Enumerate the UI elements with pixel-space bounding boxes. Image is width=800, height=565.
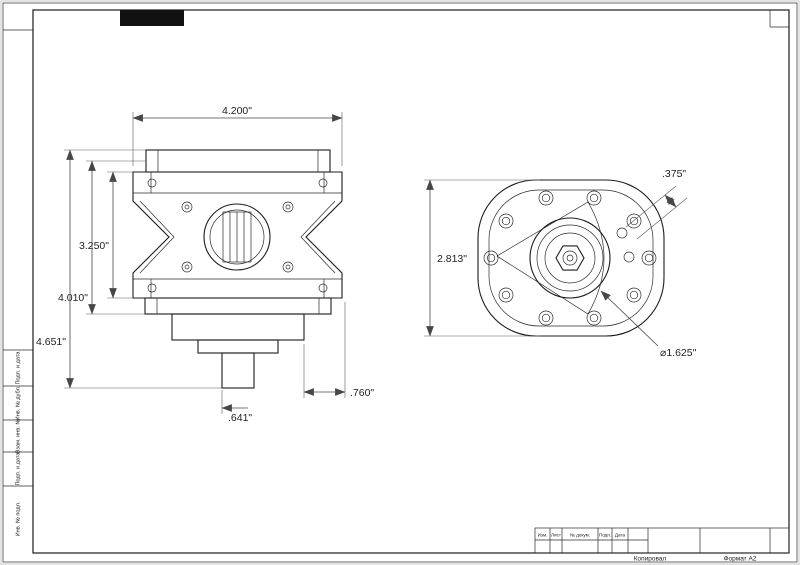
dim-height: 2.813" bbox=[437, 253, 467, 265]
title-block: Изм. Лист № докум. Подп. Дата Копировал … bbox=[534, 527, 790, 563]
bottom-plate bbox=[144, 297, 332, 315]
side-view-dimensions: 4.200" 3.250" 4.010" 4.651" .760" .641" bbox=[34, 103, 376, 426]
hub-step bbox=[197, 339, 279, 354]
stamp-cell-date: Дата bbox=[615, 533, 626, 538]
shaft bbox=[221, 352, 255, 389]
top-plate bbox=[145, 149, 331, 173]
dim-hub: .760" bbox=[350, 387, 374, 399]
side-view bbox=[132, 149, 343, 389]
margin-label-4: Инв. № подл. bbox=[16, 501, 22, 536]
hub-block bbox=[171, 313, 305, 341]
hex-nut bbox=[555, 245, 585, 271]
port-hole-b bbox=[623, 251, 635, 263]
margin-label-0: Подп. и дата bbox=[16, 351, 22, 385]
format-label: Формат А2 bbox=[724, 556, 757, 563]
pump-body bbox=[132, 171, 343, 299]
housing-bolts bbox=[483, 190, 657, 326]
margin-label-2: Взам. инв. № bbox=[16, 419, 22, 454]
port-circle bbox=[203, 203, 271, 271]
front-view-dimensions: 2.813" .375" ⌀1.625" bbox=[424, 166, 698, 361]
copied-label: Копировал bbox=[634, 556, 667, 563]
stamp-cell-izm: Изм. bbox=[538, 533, 548, 538]
dim-port: .375" bbox=[662, 168, 686, 180]
port-hole-a bbox=[616, 227, 628, 239]
dim-hub-dia: ⌀1.625" bbox=[660, 347, 697, 359]
housing-outline bbox=[477, 179, 665, 337]
mount-plate bbox=[496, 201, 605, 315]
corner-stamp-block bbox=[120, 10, 184, 26]
dim-body-height: 3.250" bbox=[79, 240, 109, 252]
body-bolts bbox=[147, 178, 328, 293]
stamp-cell-doc: № докум. bbox=[570, 533, 590, 538]
stamp-cell-podp: Подп. bbox=[599, 533, 611, 538]
margin-label-1: Инв. № дубл. bbox=[16, 385, 22, 420]
stamp-cell-list: Лист bbox=[551, 533, 562, 538]
dim-flange-height: 4.010" bbox=[58, 292, 88, 304]
dim-total-height: 4.651" bbox=[36, 336, 66, 348]
dim-shaft: .641" bbox=[228, 412, 252, 424]
hub-circles bbox=[529, 217, 611, 299]
front-view bbox=[477, 179, 665, 337]
dim-width: 4.200" bbox=[222, 105, 252, 117]
margin-label-3: Подп. и дата bbox=[16, 452, 22, 486]
